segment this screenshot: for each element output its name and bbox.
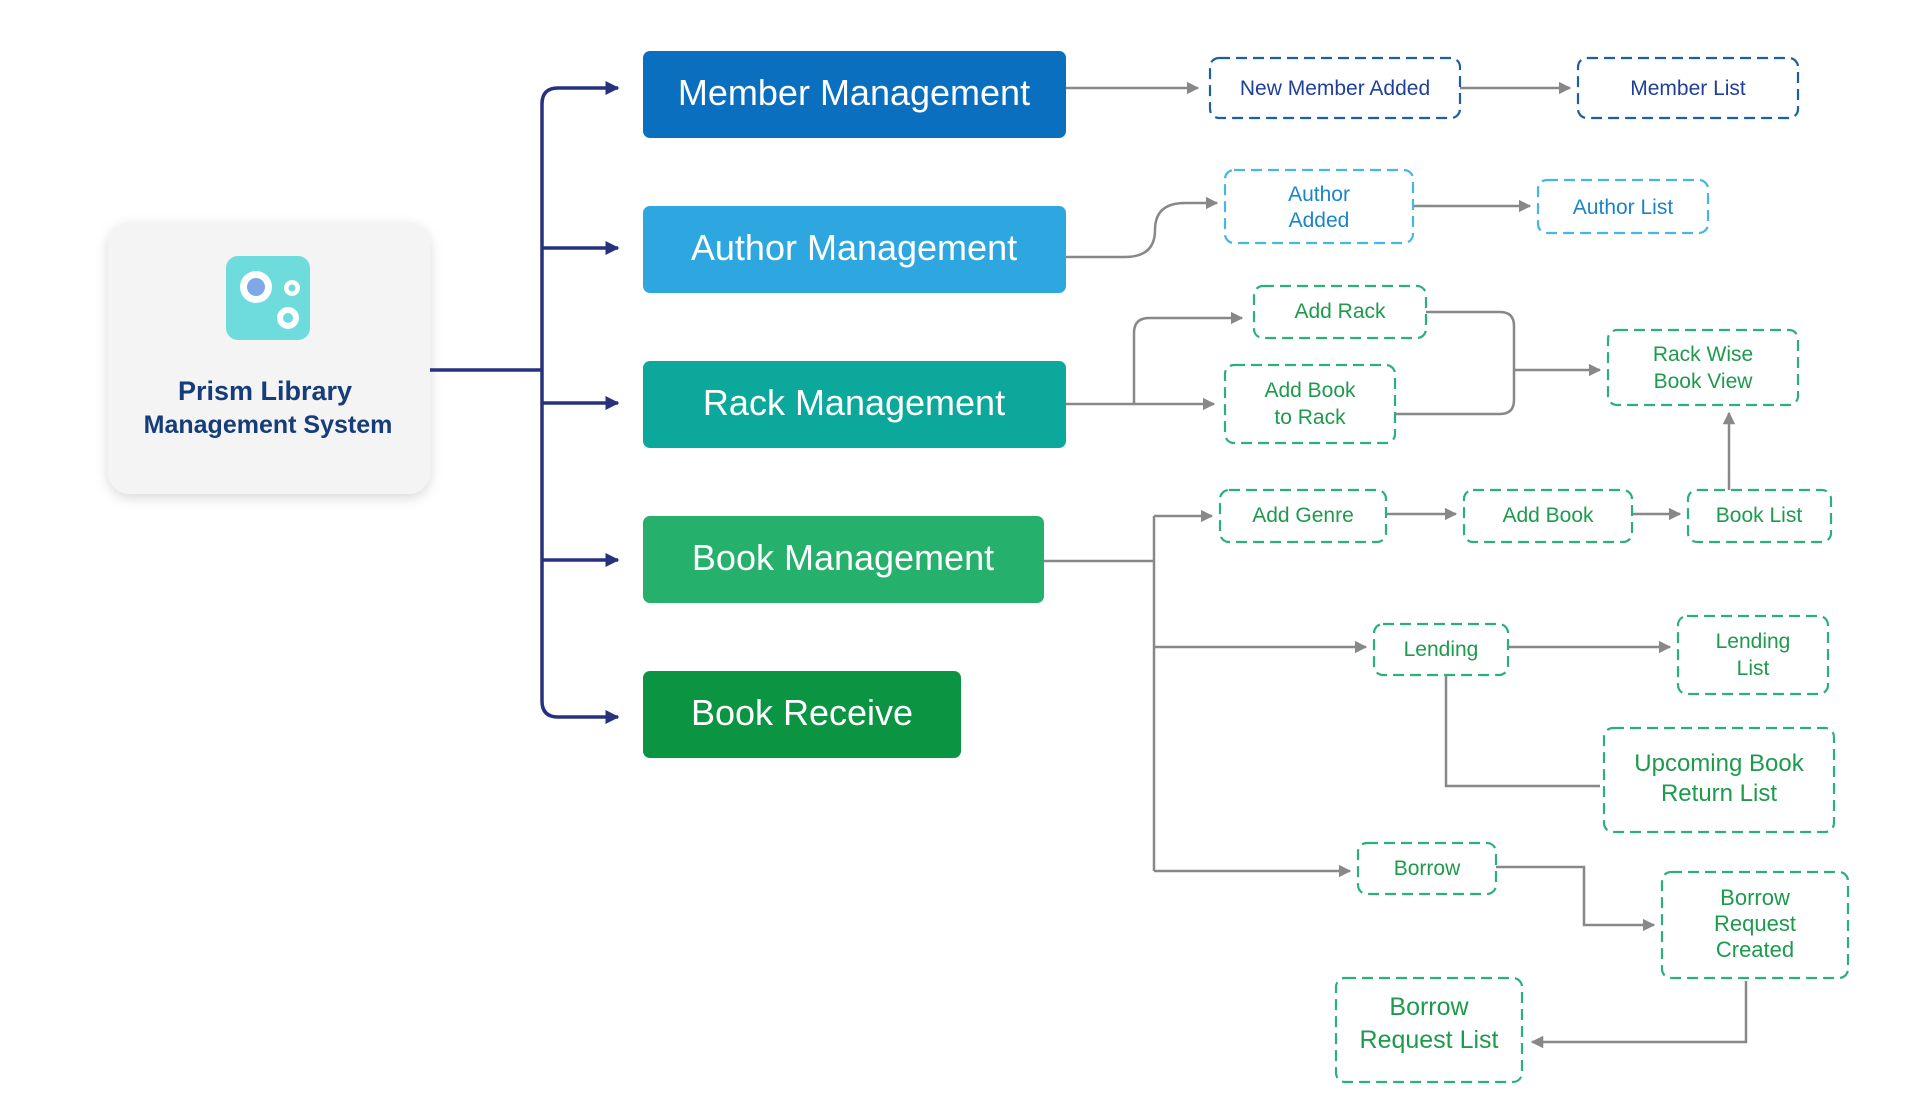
step-rack-wise-book-view-line1: Rack Wise: [1653, 343, 1753, 366]
root-title-line2: Management System: [144, 411, 393, 439]
step-borrow[interactable]: Borrow: [1356, 841, 1498, 896]
step-author-added[interactable]: Author Added: [1223, 168, 1415, 245]
step-borrow-request-list[interactable]: Borrow Request List: [1334, 976, 1524, 1084]
step-borrow-request-created-line2: Request: [1714, 911, 1796, 936]
step-rack-wise-book-view-line2: Book View: [1654, 370, 1754, 393]
module-rack-management[interactable]: Rack Management: [643, 361, 1066, 448]
step-add-rack[interactable]: Add Rack: [1252, 284, 1428, 340]
step-book-list[interactable]: Book List: [1686, 488, 1833, 544]
module-author-management[interactable]: Author Management: [643, 206, 1066, 293]
step-member-list[interactable]: Member List: [1576, 56, 1800, 120]
step-upcoming-book-return-list-line2: Return List: [1661, 780, 1777, 807]
step-author-added-line2: Added: [1289, 209, 1350, 232]
module-book-receive-label: Book Receive: [691, 692, 913, 733]
step-borrow-label: Borrow: [1394, 857, 1461, 880]
arrow-borrow-to-request-created: [1496, 865, 1656, 932]
step-new-member-added[interactable]: New Member Added: [1208, 56, 1462, 120]
step-add-book[interactable]: Add Book: [1462, 488, 1634, 544]
step-lending-label: Lending: [1404, 638, 1479, 661]
step-lending-list-line2: List: [1737, 657, 1770, 680]
arrow-author-to-added: [1066, 196, 1219, 259]
step-new-member-added-label: New Member Added: [1240, 77, 1430, 100]
step-borrow-request-list-line1: Borrow: [1389, 993, 1469, 1021]
step-member-list-label: Member List: [1630, 77, 1746, 100]
step-add-rack-label: Add Rack: [1294, 300, 1386, 323]
step-borrow-request-list-line2: Request List: [1360, 1026, 1499, 1054]
step-upcoming-book-return-list-line1: Upcoming Book: [1634, 750, 1804, 777]
module-book-receive[interactable]: Book Receive: [643, 671, 961, 758]
step-add-book-to-rack-line2: to Rack: [1274, 406, 1346, 429]
step-add-genre-label: Add Genre: [1252, 504, 1354, 527]
step-add-genre[interactable]: Add Genre: [1218, 488, 1388, 544]
step-add-book-to-rack-line1: Add Book: [1264, 379, 1356, 402]
flow-connectors: [1044, 81, 1748, 1049]
step-author-added-line1: Author: [1288, 183, 1350, 206]
step-lending-list-line1: Lending: [1716, 630, 1791, 653]
step-rack-wise-book-view[interactable]: Rack Wise Book View: [1606, 328, 1800, 407]
root-card: [108, 222, 430, 494]
module-book-management[interactable]: Book Management: [643, 516, 1044, 603]
step-add-book-label: Add Book: [1502, 504, 1594, 527]
step-lending[interactable]: Lending: [1372, 622, 1510, 677]
line-lending-to-upcoming: [1444, 675, 1600, 788]
step-borrow-request-created-line3: Created: [1716, 937, 1794, 962]
module-member-management-label: Member Management: [678, 72, 1030, 113]
step-upcoming-book-return-list[interactable]: Upcoming Book Return List: [1602, 726, 1836, 834]
gears-icon: [226, 256, 310, 340]
step-add-book-to-rack[interactable]: Add Book to Rack: [1223, 363, 1397, 445]
arrow-request-created-to-list: [1530, 981, 1748, 1049]
step-lending-list[interactable]: Lending List: [1676, 614, 1830, 696]
step-borrow-request-created[interactable]: Borrow Request Created: [1660, 870, 1850, 980]
step-borrow-request-created-line1: Borrow: [1720, 885, 1790, 910]
step-book-list-label: Book List: [1716, 504, 1803, 527]
module-rack-management-label: Rack Management: [703, 382, 1005, 423]
module-author-management-label: Author Management: [691, 227, 1017, 268]
root-node: Prism Library Management System: [108, 222, 430, 494]
root-connector: [430, 81, 620, 724]
module-book-management-label: Book Management: [692, 537, 994, 578]
root-title-line1: Prism Library: [178, 376, 352, 406]
line-rack-merge: [1395, 310, 1516, 416]
module-member-management[interactable]: Member Management: [643, 51, 1066, 138]
step-author-list-label: Author List: [1573, 196, 1674, 219]
step-author-list[interactable]: Author List: [1536, 178, 1710, 235]
arrow-rack-to-add-rack: [1132, 311, 1244, 404]
